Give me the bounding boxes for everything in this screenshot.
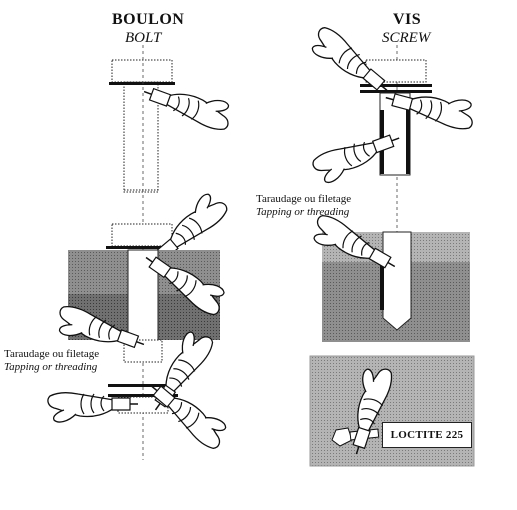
bolt-middle <box>106 223 178 249</box>
loctite-panel <box>309 355 475 467</box>
bolt-caption-fr: Taraudage ou filetage <box>4 348 100 360</box>
screw-thread-mark <box>380 262 384 310</box>
bolt-top-thread-ring <box>109 82 175 85</box>
bolt-title: BOULON <box>112 11 185 28</box>
screw-caption-fr: Taraudage ou filetage <box>256 193 352 205</box>
screw-caption: Taraudage ou filetage Tapping or threadi… <box>256 193 351 219</box>
screw-title: VIS <box>393 11 422 28</box>
bolt-subtitle: BOLT <box>125 30 162 46</box>
screw-subtitle: SCREW <box>382 30 431 46</box>
bolt-caption-en: Tapping or threading <box>4 361 98 373</box>
screw-blind-hole <box>382 231 412 331</box>
loctite-label: LOCTITE 225 <box>382 422 472 448</box>
bolt-top <box>111 59 173 193</box>
screw-caption-en: Tapping or threading <box>256 206 350 218</box>
bolt-caption: Taraudage ou filetage Tapping or threadi… <box>4 348 99 374</box>
